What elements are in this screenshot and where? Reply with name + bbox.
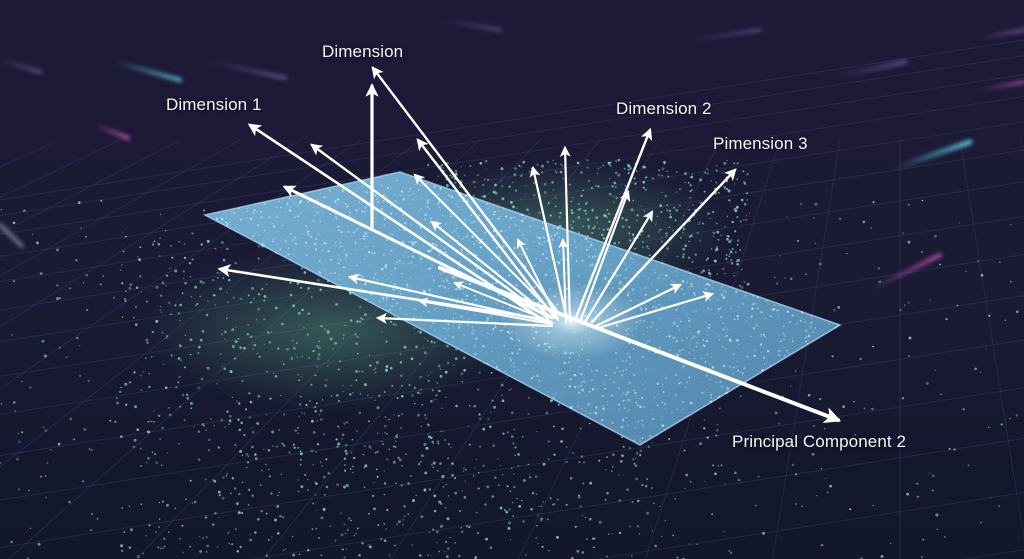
principal-component-2-arrow	[438, 266, 842, 424]
light-streaks	[0, 18, 1024, 292]
label-dimension-2: Dimension 2	[616, 99, 712, 118]
label-dimension-1: Dimension 1	[166, 95, 262, 114]
label-dimension: Dimension	[322, 42, 404, 61]
arrow-dimension-top	[371, 66, 562, 317]
floor-grid	[0, 39, 1024, 559]
arrow-dimension-3	[590, 168, 737, 324]
arrow-left-long	[217, 264, 550, 322]
vector-arrows	[217, 66, 842, 424]
label-dimension-3: Pimension 3	[713, 134, 808, 153]
label-principal-component-2: Principal Component 2	[732, 432, 907, 451]
arrow-dimension-2	[573, 127, 653, 322]
